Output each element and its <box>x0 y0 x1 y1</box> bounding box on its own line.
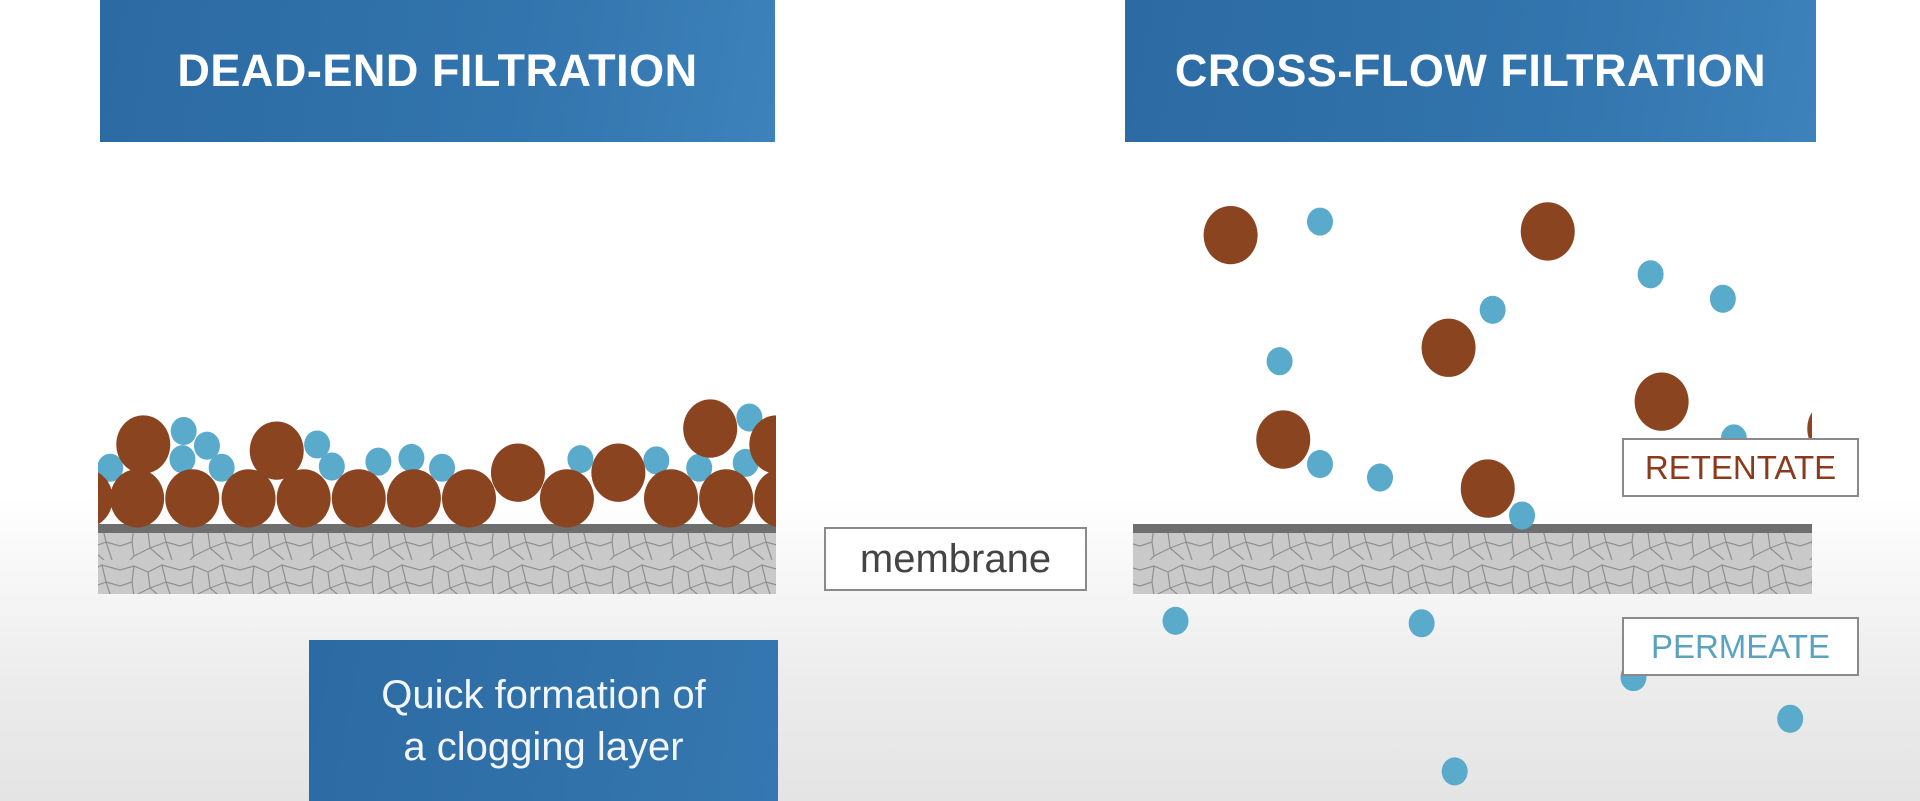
large-particle <box>116 415 171 474</box>
large-particle <box>1520 202 1575 261</box>
small-particle <box>1709 284 1736 313</box>
retentate-label: RETENTATE <box>1622 438 1859 497</box>
small-particle <box>686 453 713 482</box>
large-particle <box>699 469 754 528</box>
small-particle <box>429 453 456 482</box>
large-particle <box>1634 372 1689 431</box>
dead-end-particles <box>98 399 776 528</box>
membrane-left <box>98 524 776 594</box>
small-particle <box>1266 347 1293 376</box>
small-particle <box>208 453 235 482</box>
membrane-label: membrane <box>824 527 1087 591</box>
large-particle <box>1256 410 1311 469</box>
small-particle <box>1441 757 1468 786</box>
small-particle <box>193 431 220 460</box>
caption-line-2: a clogging layer <box>403 724 684 769</box>
large-particle <box>591 443 646 502</box>
dead-end-title: DEAD-END FILTRATION <box>100 0 775 142</box>
small-particle <box>318 452 345 481</box>
large-particle <box>249 421 304 480</box>
small-particle <box>1637 260 1664 289</box>
small-particle <box>1509 501 1536 530</box>
large-particle <box>539 469 594 528</box>
small-particle <box>736 403 763 432</box>
large-particle <box>749 415 776 474</box>
small-particle <box>1408 609 1435 638</box>
small-particle <box>1162 606 1189 635</box>
caption-line-1: Quick formation of <box>381 672 706 717</box>
large-particle <box>98 472 113 525</box>
large-particle <box>490 443 545 502</box>
large-particle <box>1421 318 1476 377</box>
large-particle <box>1203 205 1258 265</box>
small-particle <box>643 446 670 475</box>
permeate-label: PERMEATE <box>1622 617 1859 676</box>
cross-flow-title: CROSS-FLOW FILTRATION <box>1125 0 1816 142</box>
large-particle <box>331 469 386 528</box>
large-particle <box>441 469 496 528</box>
large-particle <box>221 469 276 528</box>
small-particle <box>304 430 331 459</box>
small-particle <box>170 416 197 446</box>
small-particle <box>169 445 196 474</box>
large-particle <box>644 469 699 528</box>
small-particle <box>398 443 425 472</box>
membrane-right <box>1133 524 1812 594</box>
large-particle <box>110 469 165 528</box>
large-particle <box>683 399 738 458</box>
small-particle <box>1479 295 1506 324</box>
dead-end-caption: Quick formation of a clogging layer <box>309 640 778 801</box>
large-particle <box>1807 412 1812 446</box>
large-particle <box>1460 459 1515 518</box>
large-particle <box>165 469 220 528</box>
small-particle <box>98 453 124 482</box>
large-particle <box>386 469 441 528</box>
small-particle <box>1307 207 1333 236</box>
small-particle <box>1307 450 1333 479</box>
small-particle <box>1777 704 1804 733</box>
large-particle <box>754 469 776 527</box>
small-particle <box>365 447 392 476</box>
cross-flow-particles <box>1162 202 1812 786</box>
small-particle <box>567 445 594 474</box>
large-particle <box>276 469 331 528</box>
small-particle <box>1367 463 1393 492</box>
